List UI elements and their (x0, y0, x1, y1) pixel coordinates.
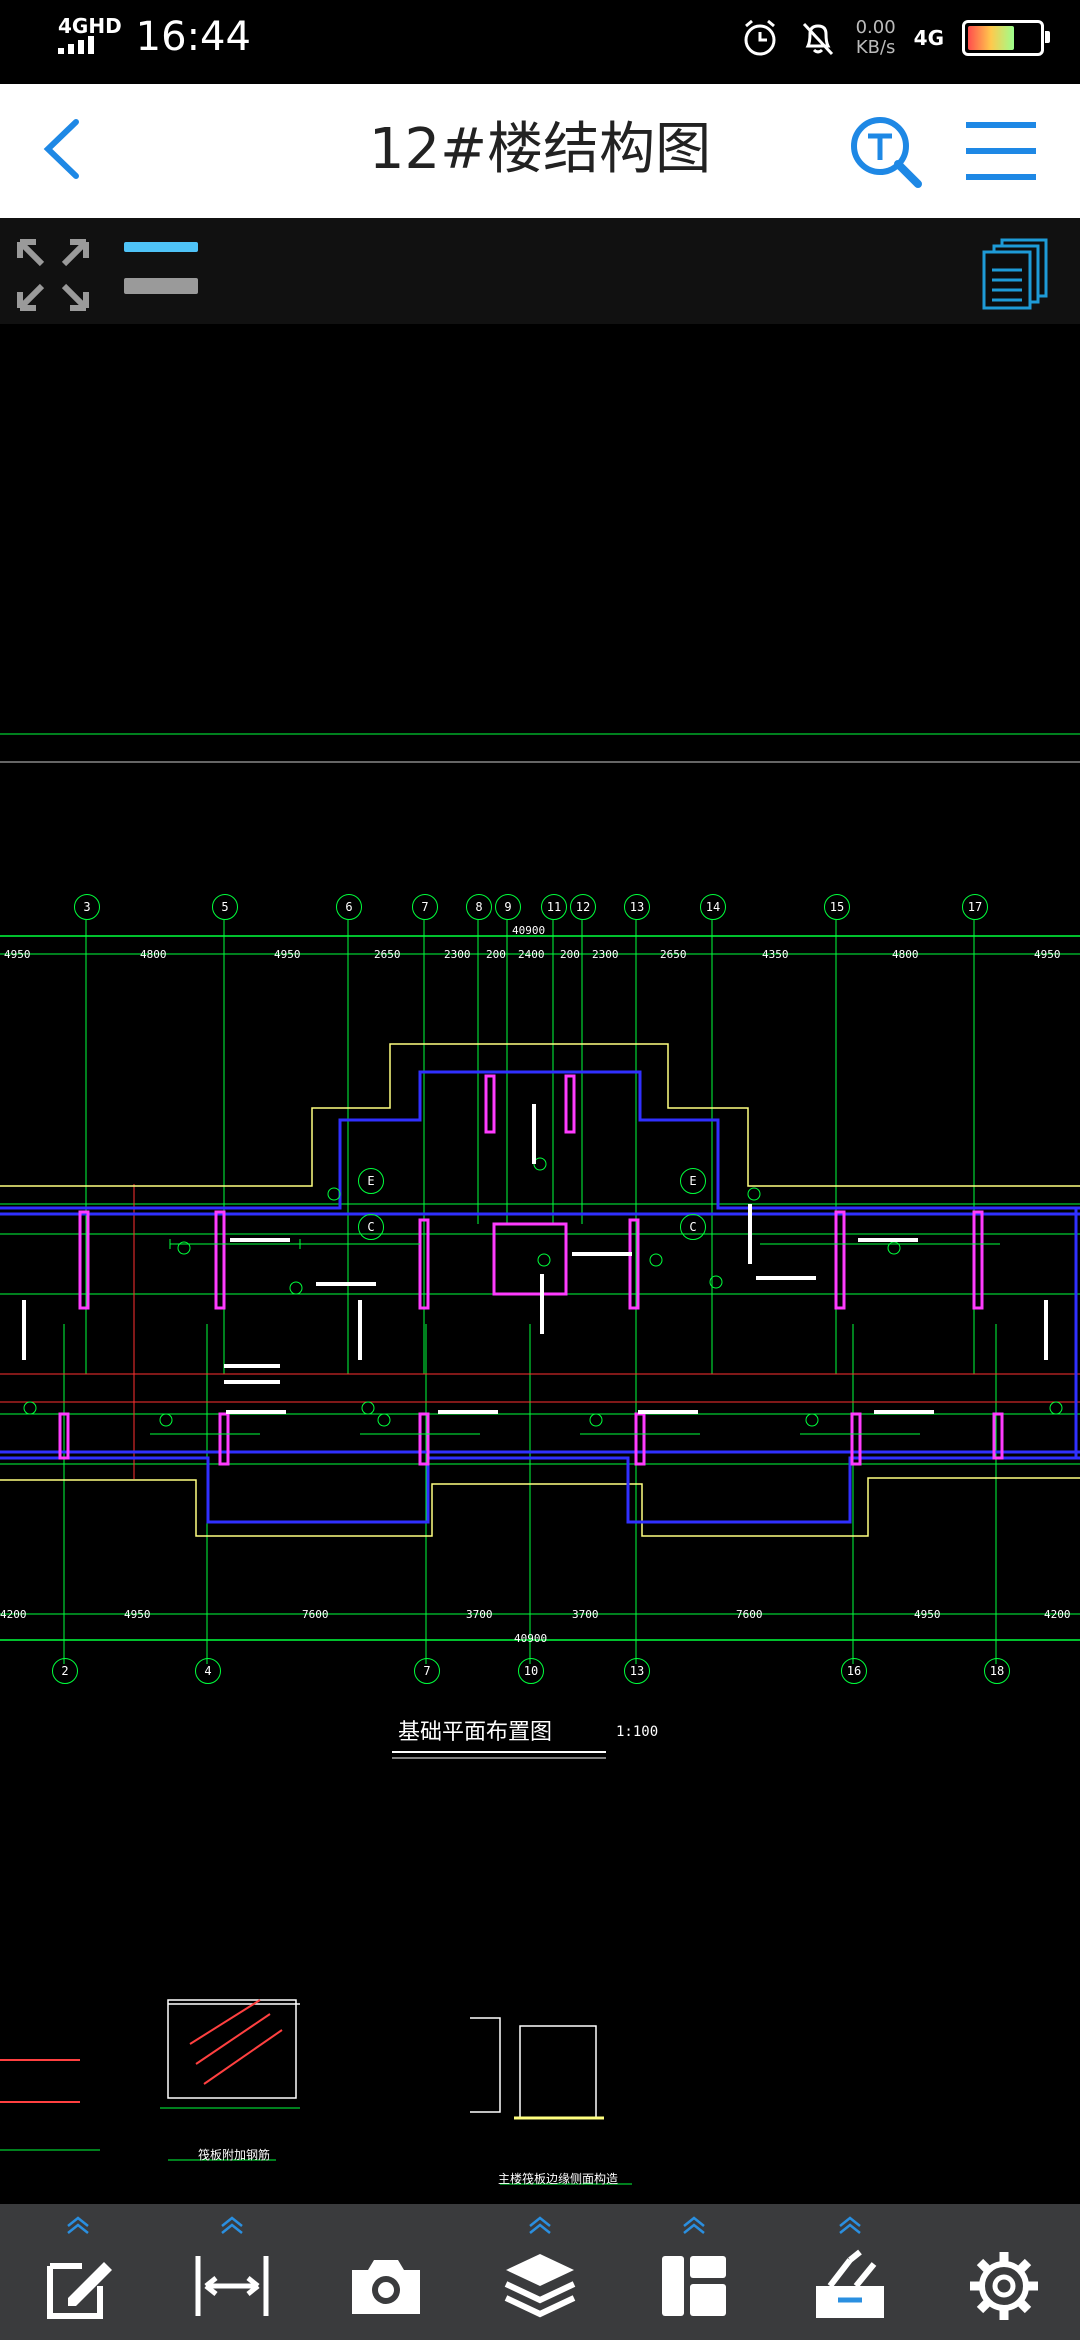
net-speed: 0.00 KB/s (856, 18, 896, 58)
camera-icon (352, 2260, 420, 2314)
mobile-data-label: 4G (913, 26, 944, 50)
search-text-button[interactable] (846, 112, 926, 192)
axis-bubble: 9 (495, 894, 521, 920)
axis-bubble: 7 (412, 894, 438, 920)
axis-bubble: E (358, 1168, 384, 1194)
gear-icon (970, 2252, 1038, 2320)
dimension-text: 2650 (660, 948, 687, 961)
chevron-up-icon (839, 2216, 861, 2234)
signal-bars-icon (58, 36, 94, 54)
text-search-icon (851, 117, 922, 188)
dimension-text: 200 (486, 948, 506, 961)
menu-button[interactable] (962, 116, 1042, 186)
page-title: 12#楼结构图 (368, 117, 712, 182)
net-speed-unit: KB/s (855, 37, 896, 58)
axis-bubble: 17 (962, 894, 988, 920)
dimension-text: 200 (560, 948, 580, 961)
net-speed-value: 0.00 (855, 17, 896, 38)
dimension-text: 4950 (914, 1608, 941, 1621)
layout-tool-button[interactable] (644, 2216, 744, 2332)
chevron-up-icon (529, 2216, 551, 2234)
total-dimension: 40900 (514, 1632, 548, 1645)
annotate-tool-button[interactable] (28, 2216, 128, 2332)
chevron-up-icon (67, 2216, 89, 2234)
measure-tool-button[interactable] (182, 2216, 282, 2332)
axis-bubble: 8 (466, 894, 492, 920)
toolbox-icon (816, 2249, 884, 2318)
axis-bubble: 11 (541, 894, 567, 920)
axis-bubble: E (680, 1168, 706, 1194)
dimension-text: 2650 (374, 948, 401, 961)
axis-bubble: 12 (570, 894, 596, 920)
battery-icon (962, 20, 1050, 56)
detail-title: 主楼筏板边缘侧面构造 (498, 2172, 619, 2186)
document-stack-icon (982, 238, 1048, 310)
dimension-text: 4950 (1034, 948, 1061, 961)
edit-note-icon (47, 2262, 112, 2319)
layout-toggle[interactable] (124, 240, 200, 300)
mute-bell-icon (802, 22, 833, 56)
chevron-left-icon (43, 119, 79, 179)
settings-button[interactable] (954, 2216, 1054, 2332)
axis-bubble: 5 (212, 894, 238, 920)
fullscreen-button[interactable] (16, 238, 90, 312)
dimension-text: 4950 (124, 1608, 151, 1621)
axis-bubble: 10 (518, 1658, 544, 1684)
axis-bubble: 14 (700, 894, 726, 920)
dimension-text: 4200 (0, 1608, 27, 1621)
dimension-text: 2300 (592, 948, 619, 961)
clock: 16:44 (135, 14, 251, 60)
dimension-text: 2400 (518, 948, 545, 961)
back-button[interactable] (30, 114, 100, 184)
total-dimension: 40900 (512, 924, 546, 937)
bottom-toolbar (0, 2204, 1080, 2340)
toolbox-button[interactable] (800, 2216, 900, 2332)
title-bar: 12#楼结构图 (0, 84, 1080, 218)
plan-title: 基础平面布置图 (398, 1720, 553, 1745)
dimension-text: 3700 (572, 1608, 599, 1621)
hamburger-menu-icon (966, 122, 1036, 180)
axis-bubble: 16 (841, 1658, 867, 1684)
axis-bubble: 15 (824, 894, 850, 920)
sheets-button[interactable] (980, 238, 1052, 310)
view-toolbar (0, 218, 1080, 324)
measure-distance-icon (195, 2256, 269, 2316)
dimension-text: 4950 (274, 948, 301, 961)
drawing-canvas[interactable]: 3 5 6 7 8 9 11 12 13 14 15 17 2 4 7 10 1… (0, 324, 1080, 2204)
axis-bubble: 18 (984, 1658, 1010, 1684)
dimension-text: 4200 (1044, 1608, 1071, 1621)
layout-lines-icon (124, 242, 198, 294)
layers-icon (504, 2254, 576, 2318)
chevron-up-icon (683, 2216, 705, 2234)
screenshot-tool-button[interactable] (336, 2216, 436, 2332)
layout-panels-icon (662, 2256, 726, 2316)
dimension-text: 3700 (466, 1608, 493, 1621)
status-bar: 4GHD 16:44 0.00 KB/s 4G (0, 0, 1080, 84)
axis-bubble: C (358, 1214, 384, 1240)
dimension-text: 4350 (762, 948, 789, 961)
axis-bubble: 3 (74, 894, 100, 920)
cad-drawing (0, 733, 1080, 2185)
detail-title: 筏板附加钢筋 (198, 2148, 271, 2162)
axis-bubble: 13 (624, 894, 650, 920)
network-type: 4GHD (58, 14, 122, 38)
plan-scale: 1:100 (616, 1724, 659, 1740)
axis-bubble: 4 (195, 1658, 221, 1684)
chevron-up-icon (221, 2216, 243, 2234)
expand-arrows-icon (17, 239, 89, 311)
layers-tool-button[interactable] (490, 2216, 590, 2332)
axis-bubble: C (680, 1214, 706, 1240)
dimension-text: 4950 (4, 948, 31, 961)
axis-bubble: 6 (336, 894, 362, 920)
dimension-text: 7600 (302, 1608, 329, 1621)
dimension-text: 2300 (444, 948, 471, 961)
alarm-icon (744, 19, 776, 56)
signal-indicator: 4GHD (58, 16, 122, 58)
dimension-text: 7600 (736, 1608, 763, 1621)
axis-bubble: 2 (52, 1658, 78, 1684)
dimension-text: 4800 (892, 948, 919, 961)
axis-bubble: 7 (414, 1658, 440, 1684)
axis-bubble: 13 (624, 1658, 650, 1684)
dimension-text: 4800 (140, 948, 167, 961)
